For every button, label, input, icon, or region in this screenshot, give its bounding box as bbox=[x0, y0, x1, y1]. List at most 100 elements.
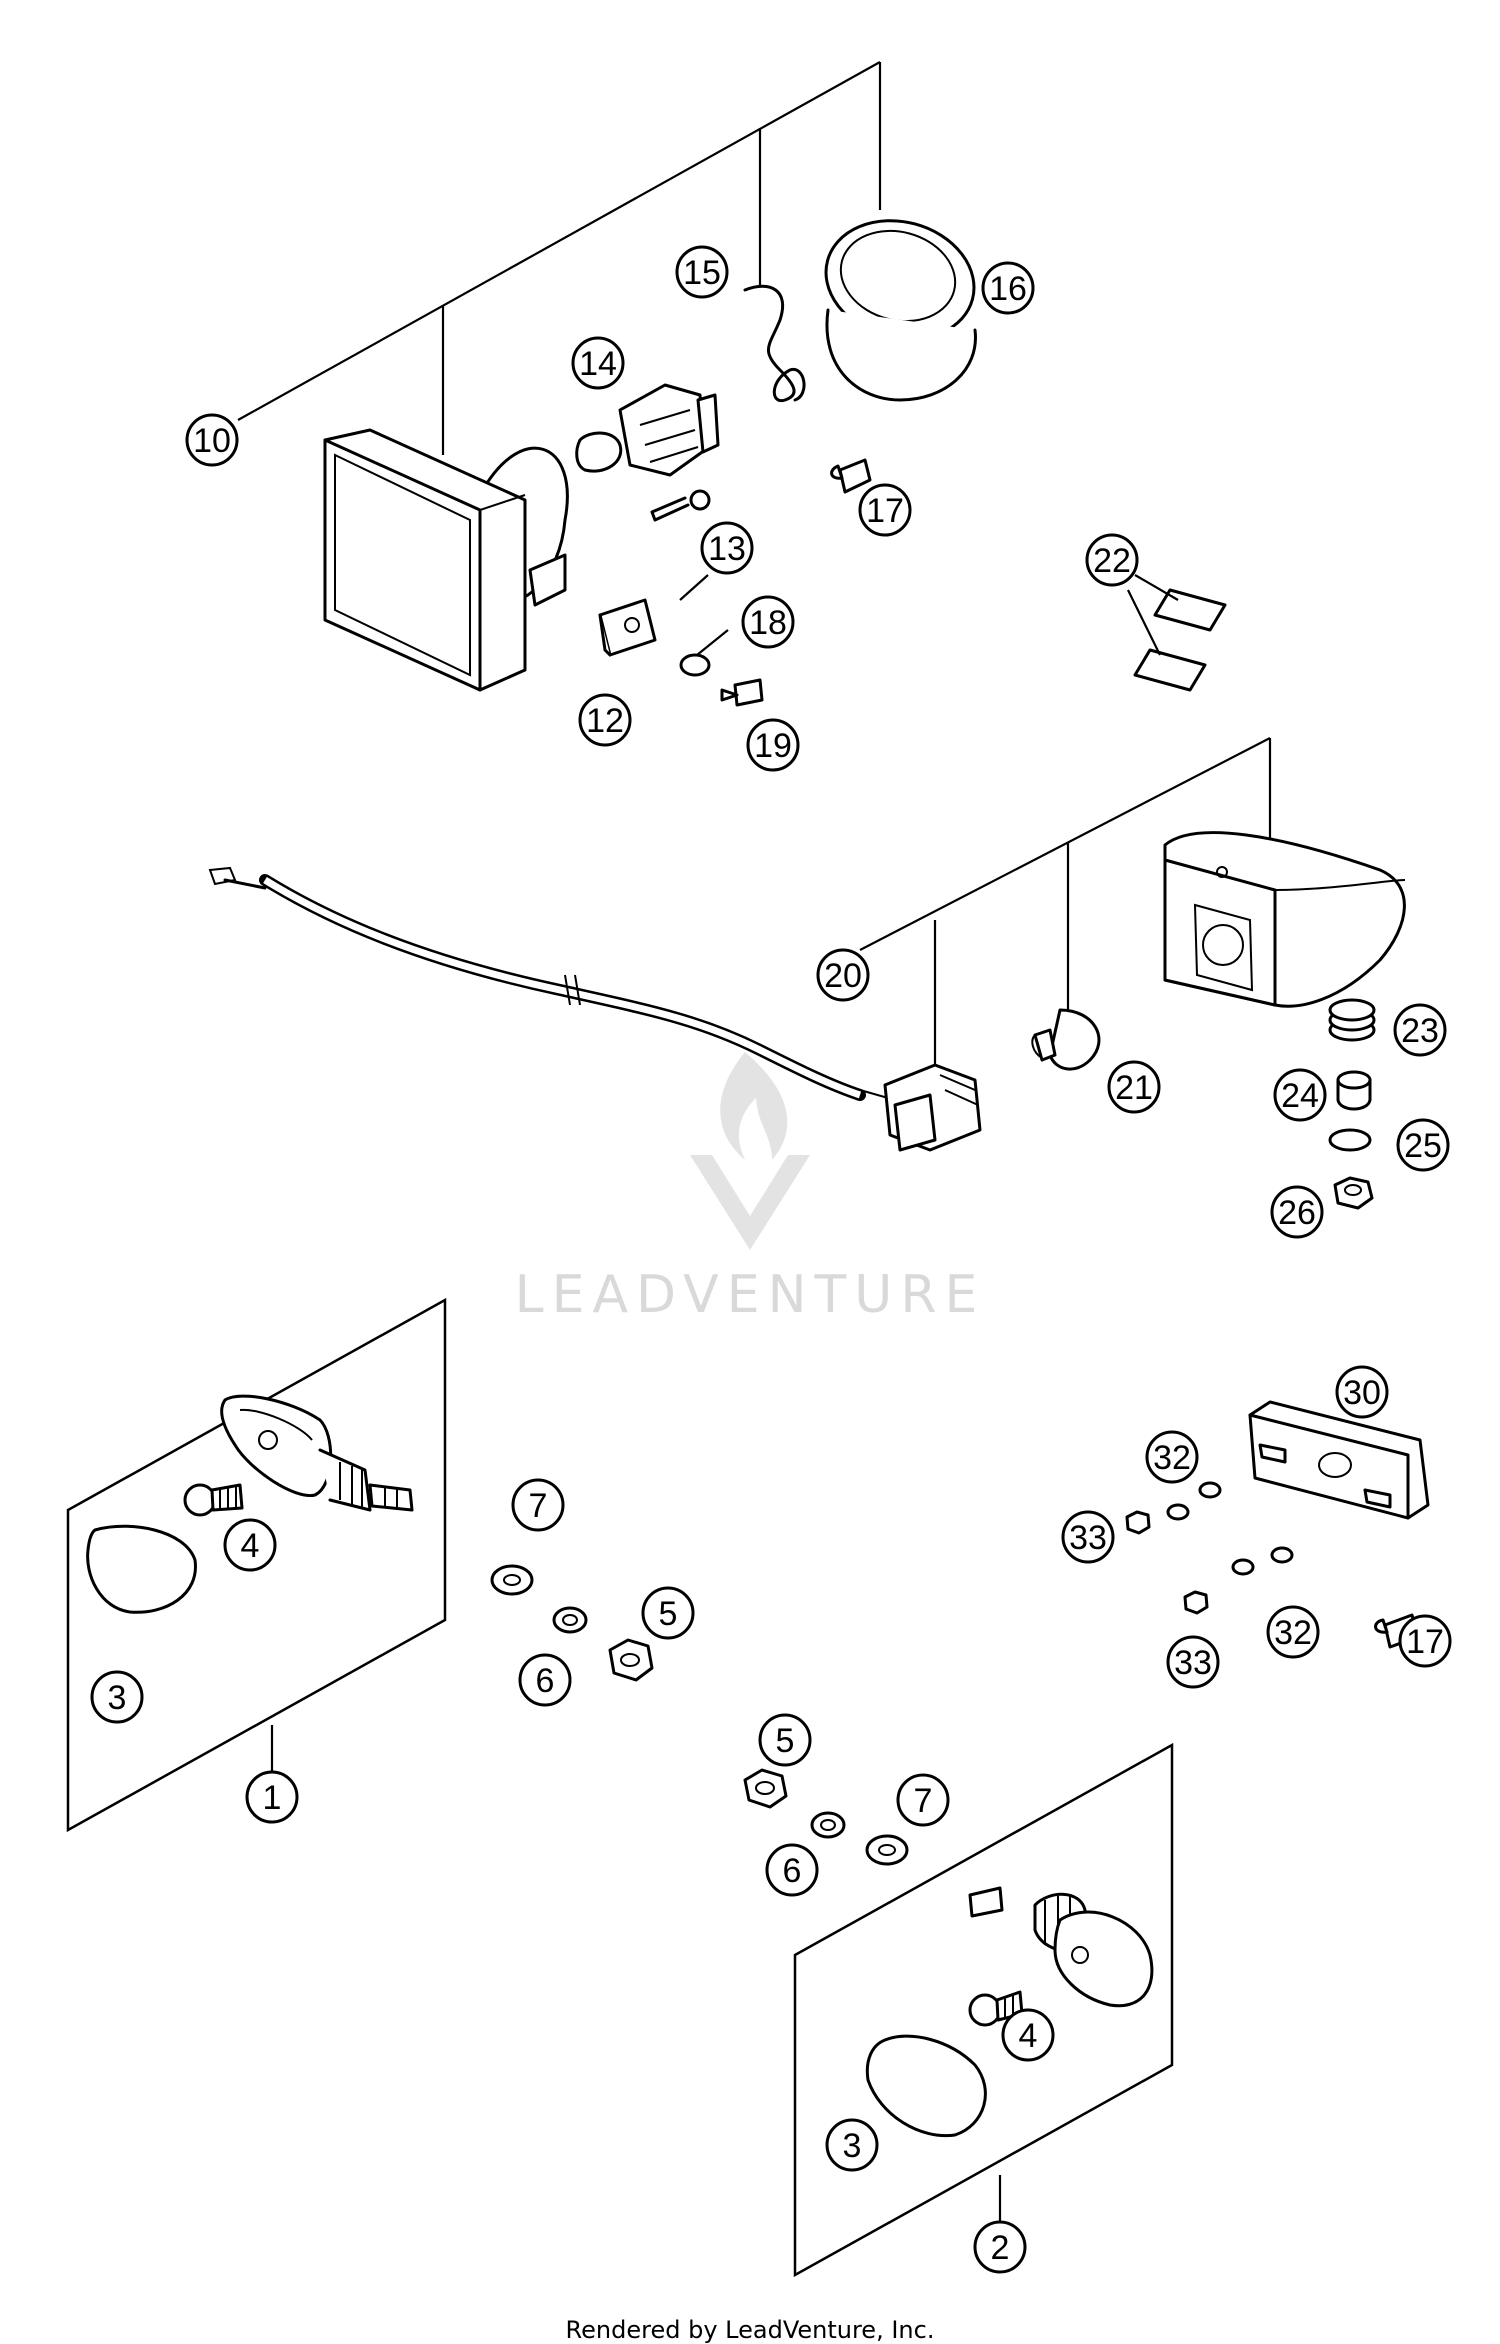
callout-c17b: 17 bbox=[1398, 1614, 1452, 1668]
callout-circle bbox=[571, 336, 625, 390]
left-hardware bbox=[490, 1564, 654, 1682]
watermark-chevron-icon bbox=[690, 1155, 810, 1250]
callout-number: 2 bbox=[991, 2229, 1010, 2267]
callout-number: 1 bbox=[263, 1779, 282, 1817]
callout-number: 15 bbox=[683, 254, 721, 292]
washer-7-right bbox=[865, 1834, 909, 1866]
callout-c4b: 4 bbox=[1001, 2008, 1055, 2062]
washer-18 bbox=[679, 653, 711, 677]
callout-circle bbox=[90, 1670, 144, 1724]
callout-c13: 13 bbox=[700, 521, 754, 575]
spring-clip bbox=[743, 284, 806, 403]
callout-circle bbox=[578, 693, 632, 747]
callout-number: 5 bbox=[776, 1722, 795, 1760]
callout-circle bbox=[1270, 1185, 1324, 1239]
grommet-23 bbox=[1328, 998, 1376, 1042]
callout-circle bbox=[1396, 1118, 1450, 1172]
callout-number: 32 bbox=[1153, 1439, 1191, 1477]
watermark-text: LEADVENTURE bbox=[515, 1265, 986, 1325]
callout-c18: 18 bbox=[741, 595, 795, 649]
callout-c3a: 3 bbox=[90, 1670, 144, 1724]
callout-circle bbox=[511, 1478, 565, 1532]
headlight-screw bbox=[650, 489, 711, 522]
headlight-group bbox=[237, 61, 977, 707]
callout-number: 18 bbox=[749, 604, 787, 642]
callout-number: 7 bbox=[914, 1782, 933, 1820]
callout-circle bbox=[518, 1653, 572, 1707]
taillight-housing bbox=[1163, 831, 1406, 1008]
nut-26 bbox=[1333, 1176, 1374, 1210]
callout-c10: 10 bbox=[185, 413, 239, 467]
callout-c7b: 7 bbox=[896, 1773, 950, 1827]
taillight-group bbox=[208, 737, 1406, 1210]
callout-circle bbox=[185, 413, 239, 467]
callout-number: 4 bbox=[241, 1527, 260, 1565]
callout-circle bbox=[858, 483, 912, 537]
callout-c20: 20 bbox=[816, 948, 870, 1002]
callout-circle bbox=[746, 718, 800, 772]
callout-c17a: 17 bbox=[858, 483, 912, 537]
callout-circle bbox=[1393, 1003, 1447, 1057]
callout-c3b: 3 bbox=[825, 2118, 879, 2172]
nut-5-right bbox=[743, 1768, 788, 1809]
callout-c16: 16 bbox=[981, 261, 1035, 315]
callout-c26: 26 bbox=[1270, 1185, 1324, 1239]
wire-harness bbox=[208, 866, 906, 1121]
callout-number: 10 bbox=[193, 422, 231, 460]
indicator-left-bulb bbox=[183, 1483, 244, 1517]
callout-c5b: 5 bbox=[758, 1713, 812, 1767]
headlight-bulb bbox=[575, 383, 720, 477]
right-hardware bbox=[743, 1768, 909, 1866]
callout-circle bbox=[641, 1586, 695, 1640]
callout-number: 33 bbox=[1174, 1644, 1212, 1682]
callout-number: 3 bbox=[843, 2127, 862, 2165]
callout-c2: 2 bbox=[973, 2220, 1027, 2274]
callout-number: 33 bbox=[1069, 1519, 1107, 1557]
callout-c7a: 7 bbox=[511, 1478, 565, 1532]
callout-circle bbox=[700, 521, 754, 575]
callout-number: 14 bbox=[579, 345, 617, 383]
callout-number: 6 bbox=[783, 1852, 802, 1890]
reflector-pads bbox=[1127, 574, 1227, 692]
callout-circle bbox=[1266, 1605, 1320, 1659]
callout-c5a: 5 bbox=[641, 1586, 695, 1640]
callout-c15: 15 bbox=[675, 245, 729, 299]
callout-c23: 23 bbox=[1393, 1003, 1447, 1057]
screw-19 bbox=[720, 678, 764, 707]
callout-c30: 30 bbox=[1335, 1365, 1389, 1419]
washer-7-left bbox=[490, 1564, 534, 1596]
callout-circle bbox=[1085, 533, 1139, 587]
callout-number: 25 bbox=[1404, 1127, 1442, 1165]
callout-c33a: 33 bbox=[1061, 1510, 1115, 1564]
callout-circle bbox=[223, 1518, 277, 1572]
callout-number: 13 bbox=[708, 530, 746, 568]
callout-circle bbox=[1145, 1430, 1199, 1484]
callout-circle bbox=[741, 595, 795, 649]
indicator-right-housing bbox=[968, 1886, 1154, 2008]
callout-c1: 1 bbox=[245, 1770, 299, 1824]
callout-c22: 22 bbox=[1085, 533, 1139, 587]
headlight-housing bbox=[323, 428, 569, 692]
indicator-left-lens bbox=[86, 1524, 197, 1614]
callout-circle bbox=[1335, 1365, 1389, 1419]
plate-lamp-stud-right bbox=[1363, 1488, 1392, 1509]
callout-c6a: 6 bbox=[518, 1653, 572, 1707]
nut-33a bbox=[1125, 1510, 1151, 1535]
watermark: LEADVENTURE bbox=[515, 1052, 986, 1325]
callout-number: 20 bbox=[824, 957, 862, 995]
indicator-right-lens bbox=[865, 2034, 987, 2138]
callout-c19: 19 bbox=[746, 718, 800, 772]
callout-c14: 14 bbox=[571, 336, 625, 390]
callout-number: 7 bbox=[529, 1487, 548, 1525]
callout-circle bbox=[1001, 2008, 1055, 2062]
callout-circle bbox=[973, 2220, 1027, 2274]
nut-5-left bbox=[608, 1638, 654, 1682]
parking-bulb bbox=[830, 458, 872, 494]
lock-washer-6-right bbox=[810, 1811, 846, 1839]
callout-number: 12 bbox=[586, 702, 624, 740]
callout-circle bbox=[896, 1773, 950, 1827]
callout-circle bbox=[816, 948, 870, 1002]
rubber-ring bbox=[824, 219, 977, 402]
callout-number: 17 bbox=[866, 492, 904, 530]
